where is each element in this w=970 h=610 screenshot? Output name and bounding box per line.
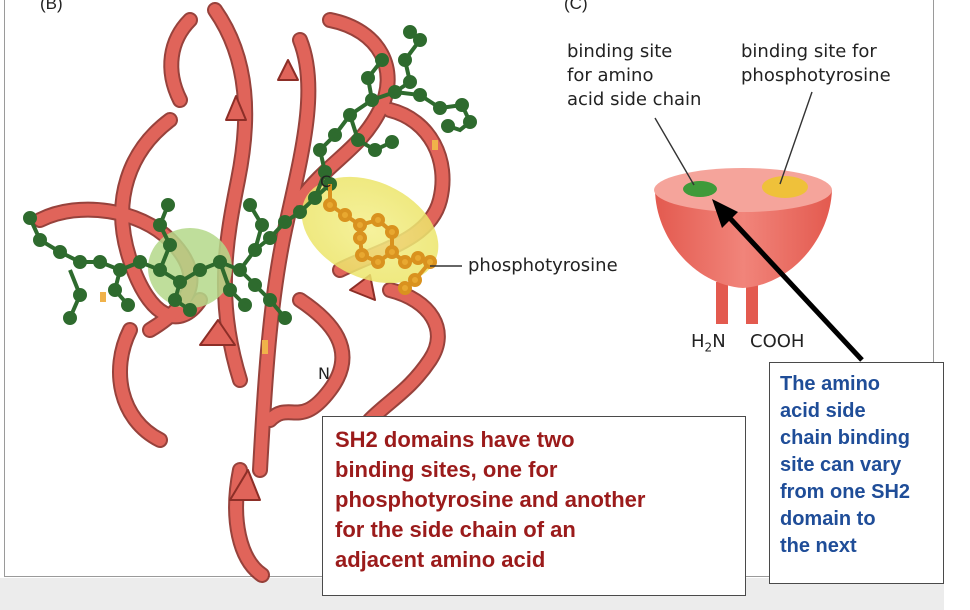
h2n-h: H [691,331,705,352]
pointer-arrow [712,199,864,362]
h2n-n: N [712,331,726,352]
panel-b-label: (B) [40,0,63,13]
ptyr-site-leader-line [779,91,813,185]
sh2-schematic [654,91,832,324]
phosphotyrosine-pocket [762,176,808,198]
cooh-label: COOH [750,331,805,352]
amino-pocket [683,181,717,197]
summary-note-red: SH2 domains have two binding sites, one … [322,416,746,596]
cooh-stem [746,282,758,324]
h2n-label: H2N [691,330,726,360]
amino-site-leader-line [654,117,695,186]
peptide-ball-and-stick [23,25,477,325]
phosphotyrosine-ball-and-stick [323,184,437,295]
h2n-subscript: 2 [704,340,713,355]
variability-note-blue: The amino acid side chain binding site c… [769,362,944,584]
h2n-stem [716,282,728,324]
phosphotyrosine-label: phosphotyrosine [468,255,618,276]
right-margin [944,0,970,610]
amino-site-label: binding site for amino acid side chain [567,41,702,110]
c-terminus-label: C [320,172,332,191]
panel-c-label: (C) [564,0,588,13]
phosphotyrosine-site-label: binding site for phosphotyrosine [741,41,891,86]
cup-body [655,190,832,288]
n-terminus-label: N [318,364,330,383]
